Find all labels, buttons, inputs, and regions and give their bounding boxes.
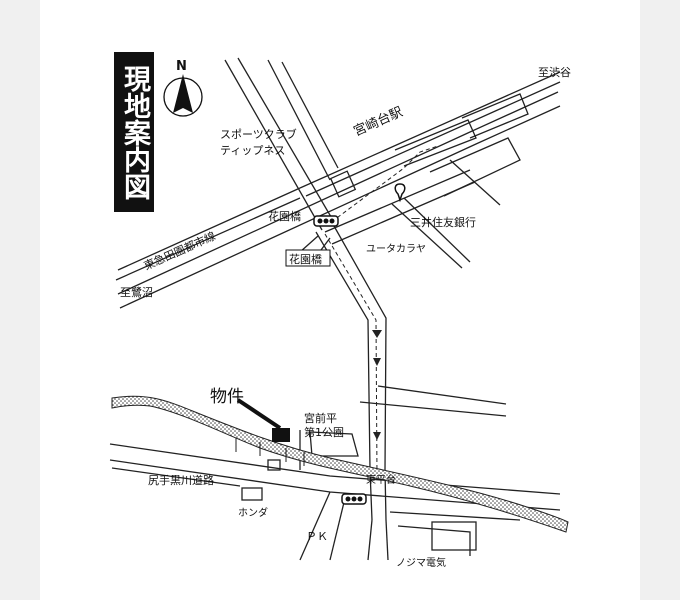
road [324, 169, 471, 233]
map-title: 現地案内図 [119, 64, 150, 200]
road [305, 81, 561, 197]
label-park: 宮前平 [304, 411, 337, 425]
railway-line [119, 105, 561, 309]
walking-route [324, 145, 439, 477]
north-label: N [176, 59, 187, 74]
road [403, 197, 471, 263]
road [397, 525, 471, 556]
road [299, 71, 561, 189]
station-platform [394, 119, 477, 167]
road [111, 467, 241, 487]
building [267, 459, 281, 471]
river [111, 395, 569, 533]
traffic-signal [313, 215, 339, 227]
road [109, 443, 561, 495]
label-station: 宮崎台駅 [351, 104, 405, 140]
road [359, 401, 507, 417]
building [241, 487, 263, 501]
road [117, 187, 301, 271]
label-road: 尻手黒川道路 [148, 473, 214, 487]
label-property: 物件 [210, 387, 244, 407]
label-hanazonobashi-box: 花園橋 [289, 252, 322, 266]
road [367, 519, 373, 561]
road [281, 61, 339, 169]
bridge-marks [235, 438, 305, 466]
route-arrows [372, 330, 382, 440]
label-pk: ＰＫ [306, 530, 328, 543]
road [299, 491, 331, 561]
label-shibuya: 至渋谷 [538, 66, 571, 79]
title-background [114, 52, 154, 212]
label-higashihiradai: 東平台 [366, 473, 396, 486]
bank-marker [394, 183, 406, 203]
road [299, 235, 319, 253]
traffic-signal [341, 493, 367, 505]
road [224, 59, 323, 231]
building [329, 170, 357, 198]
north-compass: N [163, 59, 203, 117]
label-yutakaraya: ユータカラヤ [366, 243, 426, 255]
label-sports-club-2: ティップネス [220, 144, 285, 157]
road [333, 225, 387, 521]
label-saginuma: 至鷺沼 [120, 285, 153, 299]
label-park-2: 第1公園 [304, 425, 344, 439]
road [115, 197, 301, 281]
road [267, 59, 331, 181]
label-honda: ホンダ [238, 506, 268, 519]
station-building [461, 93, 529, 139]
railway-line [117, 91, 559, 295]
label-nojima: ノジマ電気 [396, 556, 446, 569]
road [385, 519, 389, 561]
road [389, 511, 521, 521]
park [309, 431, 359, 457]
road [237, 57, 335, 223]
station-building [429, 137, 521, 197]
road [329, 493, 347, 561]
label-hanazonobashi: 花園橋 [268, 209, 301, 223]
label-mitsui-bank: 三井住友銀行 [410, 215, 476, 229]
property-marker [272, 428, 290, 442]
building [431, 521, 477, 551]
road [391, 203, 463, 269]
road [377, 385, 507, 405]
property-pointer [236, 398, 282, 430]
label-sports-club: スポーツクラブ [220, 127, 297, 141]
road [449, 159, 501, 206]
